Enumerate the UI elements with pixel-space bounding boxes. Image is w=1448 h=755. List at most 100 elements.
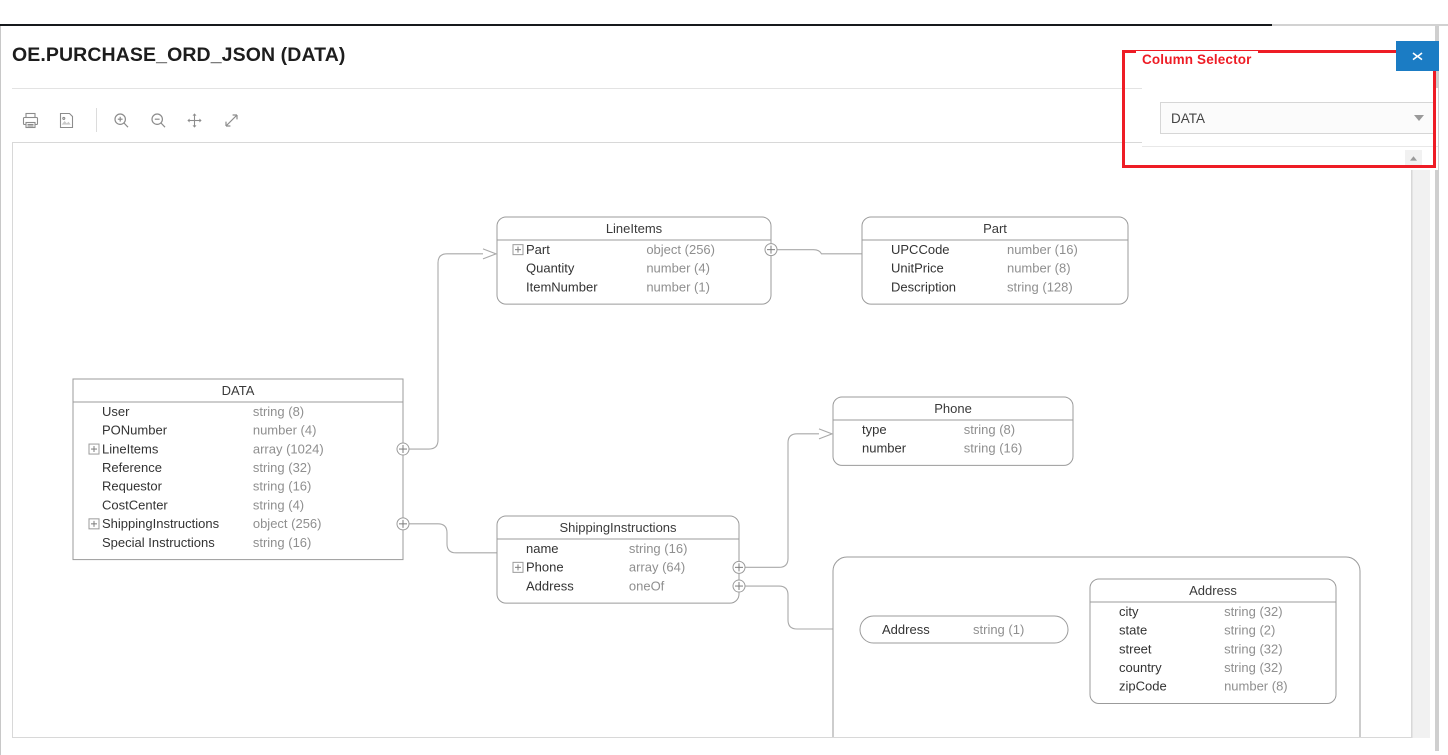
erd-diagram: .ebox { fill:#ffffff; stroke:#9b9b9b; st…: [72, 216, 1361, 737]
connector-port-icon[interactable]: [732, 560, 746, 574]
window-right-edge: [1435, 26, 1439, 751]
entity-field-row[interactable]: Description string (128): [891, 279, 1073, 294]
connector-port-icon[interactable]: [732, 579, 746, 593]
connector-shipping-phone: [745, 433, 819, 568]
entity-title: Phone: [934, 401, 972, 416]
browser-top-bar: [0, 0, 1448, 24]
connector-lineitems-part: [777, 249, 862, 255]
entity-field-row[interactable]: zipCode number (8): [1119, 679, 1288, 694]
field-label: street: [1119, 641, 1152, 656]
scrollbar-track[interactable]: [1413, 159, 1430, 738]
expand-plus-icon[interactable]: [88, 518, 100, 530]
entity-field-row[interactable]: User string (8): [102, 404, 304, 419]
field-label: city: [1119, 604, 1139, 619]
pan-icon[interactable]: [180, 106, 208, 134]
annotation-label: Column Selector: [1136, 51, 1258, 69]
entity-field-row[interactable]: Reference string (32): [102, 460, 311, 475]
print-icon[interactable]: [16, 106, 44, 134]
relation-arrow-icon: [482, 248, 498, 260]
field-type: string (128): [1007, 279, 1073, 294]
connector-shipping-address: [745, 585, 833, 630]
field-label: Quantity: [526, 261, 575, 276]
field-type: string (4): [253, 497, 304, 512]
chevron-down-icon: [1414, 115, 1424, 121]
field-type: string (32): [253, 460, 312, 475]
relation-arrow-icon: [818, 428, 834, 440]
field-label: Requestor: [102, 479, 163, 494]
field-type: number (4): [253, 423, 317, 438]
field-type: string (32): [1224, 604, 1283, 619]
entity-title: Address: [1189, 583, 1237, 598]
close-button[interactable]: [1396, 41, 1439, 71]
field-type: string (16): [253, 535, 312, 550]
field-label: LineItems: [102, 441, 159, 456]
entity-field-row[interactable]: city string (32): [1119, 604, 1283, 619]
expand-plus-icon[interactable]: [88, 443, 100, 455]
expand-plus-icon[interactable]: [512, 244, 524, 256]
window-divider: [0, 24, 1272, 26]
vertical-scrollbar[interactable]: [1412, 142, 1430, 738]
field-type: string (16): [629, 541, 688, 556]
zoom-out-icon[interactable]: [144, 106, 172, 134]
field-type: string (32): [1224, 641, 1283, 656]
column-select[interactable]: DATA: [1160, 102, 1434, 134]
entity-field-row[interactable]: number string (16): [862, 441, 1022, 456]
field-label: zipCode: [1119, 679, 1167, 694]
field-type: string (8): [253, 404, 304, 419]
field-label: Phone: [526, 560, 564, 575]
entity-field-row[interactable]: street string (32): [1119, 641, 1283, 656]
zoom-in-icon[interactable]: [107, 106, 135, 134]
diagram-canvas[interactable]: .ebox { fill:#ffffff; stroke:#9b9b9b; st…: [12, 142, 1412, 738]
entity-field-row[interactable]: Phone array (64): [512, 560, 746, 575]
entity-title: ShippingInstructions: [559, 520, 677, 535]
field-type: number (8): [1224, 679, 1288, 694]
field-label: Description: [891, 279, 956, 294]
save-image-icon[interactable]: [52, 106, 80, 134]
window-divider-right: [1272, 24, 1448, 26]
connector-port-icon[interactable]: [396, 517, 410, 531]
field-type: number (16): [1007, 242, 1078, 257]
field-label: number: [862, 441, 907, 456]
field-label: User: [102, 404, 130, 419]
close-icon: [1412, 51, 1423, 60]
connector-port-icon[interactable]: [764, 243, 778, 257]
connector-layer: [409, 249, 862, 630]
field-type: array (64): [629, 560, 685, 575]
entity-title: DATA: [222, 383, 255, 398]
expand-plus-icon[interactable]: [512, 561, 524, 573]
field-type: number (4): [646, 261, 710, 276]
fit-screen-icon[interactable]: [217, 106, 245, 134]
field-type: string (16): [964, 441, 1023, 456]
oneof-group: [832, 556, 1361, 737]
panel-scroll-up-button[interactable]: [1405, 150, 1422, 166]
connector-data-lineitems: [409, 253, 483, 450]
entity-field-row[interactable]: Quantity number (4): [526, 261, 710, 276]
connector-port-icon[interactable]: [396, 442, 410, 456]
diagram-toolbar: [12, 100, 1436, 140]
field-type: number (1): [646, 279, 710, 294]
field-label: Reference: [102, 460, 162, 475]
